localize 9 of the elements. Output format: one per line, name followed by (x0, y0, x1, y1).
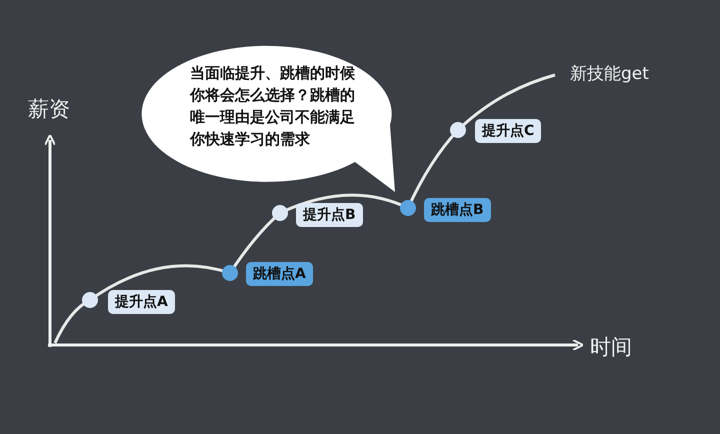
axis-title: 薪资 (28, 96, 70, 123)
promotion-tag: 提升点A (108, 290, 175, 314)
job-change-tag: 跳槽点B (424, 198, 491, 222)
axis-title: 时间 (590, 334, 632, 361)
promotion-tag: 提升点B (296, 203, 363, 227)
end-label: 新技能get (570, 63, 649, 85)
promotion-tag: 提升点C (475, 119, 542, 143)
job-change-tag: 跳槽点A (246, 262, 313, 286)
speech-text: 当面临提升、跳槽的时候你将会怎么选择？跳槽的唯一理由是公司不能满足你快速学习的需求 (190, 62, 365, 150)
